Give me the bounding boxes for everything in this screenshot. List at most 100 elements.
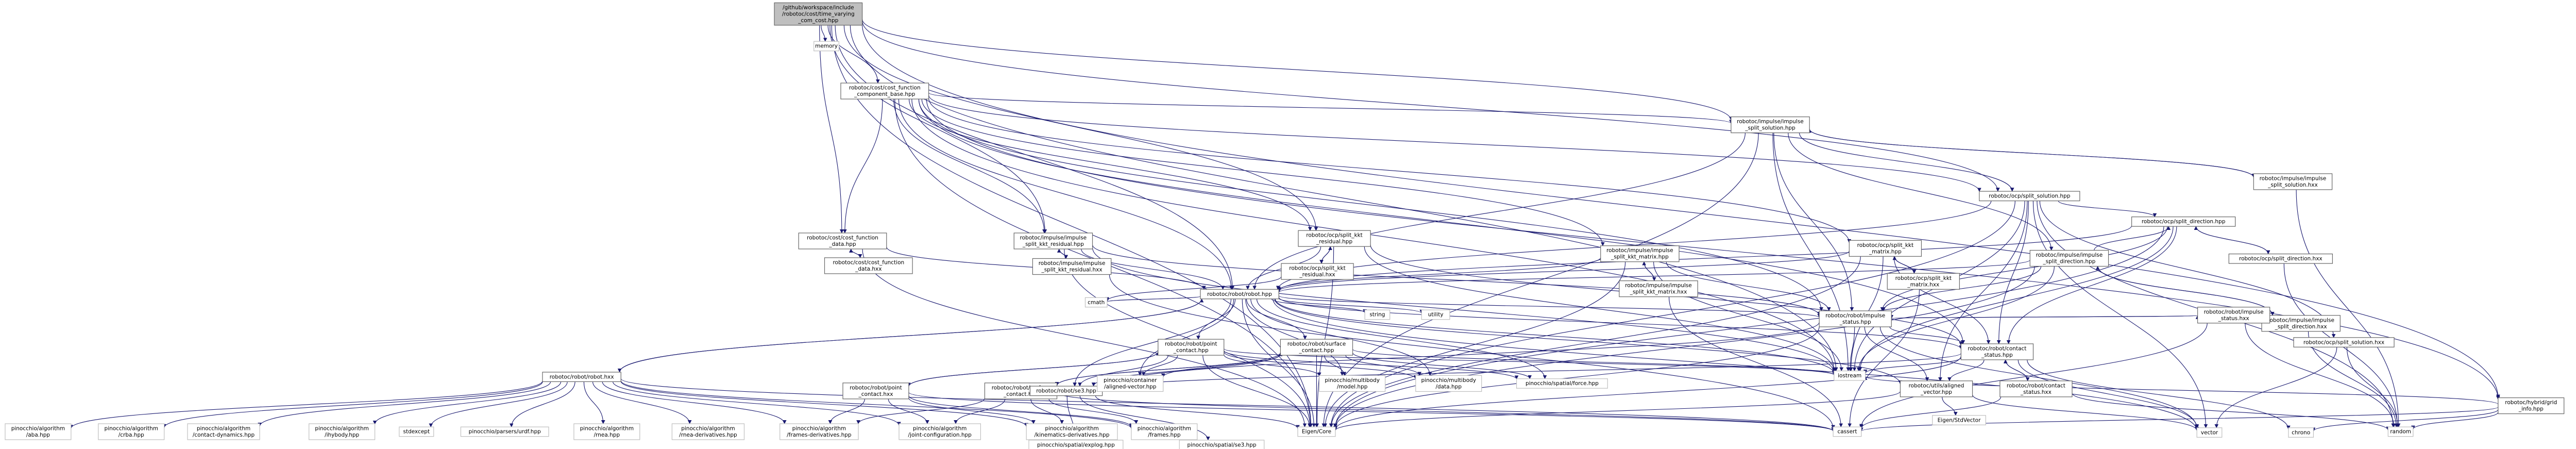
edge-grid-info-to-chrono (2311, 409, 2499, 431)
node-contact-status[interactable]: robotoc/robot/contact_status.hpp (1960, 343, 2034, 360)
node-multibody-data: pinocchio/multibody/data.hpp (1415, 375, 1482, 392)
node-ocp-split-direction-hxx[interactable]: robotoc/ocp/split_direction.hxx (2228, 253, 2333, 264)
node-impulse-split-kkt-residual[interactable]: robotoc/impulse/impulse_split_kkt_residu… (1013, 232, 1093, 250)
edge-ocp-split-direction-to-contact-status (2006, 226, 2177, 344)
node-box (1158, 339, 1225, 356)
node-box (1516, 378, 1608, 389)
node-impulse-split-solution-hxx[interactable]: robotoc/impulse/impulse_split_solution.h… (2253, 173, 2333, 190)
node-point-contact-hxx[interactable]: robotoc/robot/point_contact.hxx (842, 383, 909, 400)
node-label: Eigen/Core (1302, 429, 1331, 435)
edge-grid-info-to-random (2411, 412, 2499, 430)
node-label: robotoc/impulse/impulse (1606, 247, 1673, 254)
node-label: pinocchio/algorithm (792, 425, 846, 431)
edge-point-contact-hxx-to-alg-frames-der (828, 398, 865, 424)
edge-impulse-split-direction-hxx-to-random (2308, 331, 2398, 427)
node-box (824, 257, 913, 274)
node-se3-hpp[interactable]: robotoc/robot/se3.hpp (1029, 386, 1103, 396)
node-impulse-split-kkt-residual-hxx[interactable]: robotoc/impulse/impulse_split_kkt_residu… (1032, 258, 1112, 275)
node-label: robotoc/hybrid/grid (2505, 400, 2557, 406)
node-ocp-split-kkt-matrix-hxx[interactable]: robotoc/ocp/split_kkt_matrix.hxx (1887, 273, 1960, 290)
node-label: _split_direction.hxx (2275, 324, 2327, 330)
node-alg-kinematics-der: pinocchio/algorithm/kinematics-derivativ… (1026, 423, 1118, 440)
edge-robot-hxx-to-parsers-urdf (509, 381, 575, 427)
edge-surface-contact-to-iostream (1352, 348, 1836, 375)
node-aligned-vector-rb[interactable]: robotoc/utils/aligned_vector.hpp (1900, 380, 1973, 397)
node-box (1849, 240, 1922, 257)
edge-impulse-split-kkt-matrix-to-iostream (1653, 261, 1844, 372)
node-impulse-status-hxx[interactable]: robotoc/robot/impulse_status.hxx (2197, 307, 2270, 324)
edge-cost-function-component-to-cost-function-data (842, 99, 883, 234)
node-box (1298, 230, 1371, 247)
node-label: pinocchio/spatial/explog.hpp (1037, 442, 1115, 448)
node-label: robotoc/robot/point (850, 385, 902, 391)
edge-robot-hxx-to-cassert (620, 378, 1835, 432)
node-label: pinocchio/parsers/urdf.hpp (469, 429, 541, 435)
node-ocp-split-solution[interactable]: robotoc/ocp/split_solution.hpp (1979, 191, 2080, 202)
node-box (1619, 280, 1698, 297)
node-impulse-status[interactable]: robotoc/robot/impulse_status.hpp (1819, 310, 1892, 327)
node-box (814, 41, 839, 52)
node-eigen-core: Eigen/Core (1297, 426, 1336, 437)
node-robot-hxx[interactable]: robotoc/robot/robot.hxx (542, 372, 621, 383)
edge-point-contact-hxx-to-cassert (908, 392, 1835, 432)
node-cost-function-data[interactable]: robotoc/cost/cost_function_data.hpp (798, 232, 887, 250)
edge-impulse-split-direction-hxx-to-impulse-split-direction (2095, 265, 2273, 315)
node-box (1319, 375, 1386, 392)
node-label: _split_solution.hpp (1744, 125, 1795, 131)
edge-impulse-split-kkt-matrix-to-robot-hpp (1277, 257, 1601, 291)
edge-impulse-status-to-vector (1879, 326, 2199, 429)
node-label: _matrix.hxx (1907, 281, 1939, 288)
node-label: robotoc/ocp/split_kkt (1289, 265, 1345, 272)
node-impulse-split-kkt-matrix[interactable]: robotoc/impulse/impulse_split_kkt_matrix… (1600, 245, 1680, 262)
node-surface-contact[interactable]: robotoc/robot/surface_contact.hpp (1280, 339, 1353, 356)
node-point-contact[interactable]: robotoc/robot/point_contact.hpp (1158, 339, 1225, 356)
node-alg-ihybody: pinocchio/algorithm/ihybody.hpp (309, 423, 376, 440)
node-contact-status-hxx[interactable]: robotoc/robot/contact_status.hxx (1999, 380, 2073, 397)
edge-root-to-grid-info (862, 24, 2500, 399)
node-impulse-split-solution[interactable]: robotoc/impulse/impulse_split_solution.h… (1731, 117, 1810, 134)
node-grid-info[interactable]: robotoc/hybrid/grid_info.hpp (2498, 397, 2565, 414)
node-label: _split_kkt_residual.hpp (1022, 241, 1084, 247)
node-box (779, 423, 859, 440)
node-alg-frames: pinocchio/algorithm/frames.hpp (1131, 423, 1198, 440)
node-ocp-split-kkt-residual-hxx[interactable]: robotoc/ocp/split_kkt_residual.hxx (1281, 263, 1354, 280)
edge-se3-hpp-to-eigen-core (1095, 395, 1300, 429)
node-label: utility (1428, 312, 1444, 318)
node-box (187, 423, 260, 440)
node-impulse-split-kkt-matrix-hxx[interactable]: robotoc/impulse/impulse_split_kkt_matrix… (1619, 280, 1698, 297)
edge-robot-hpp-to-aligned-vector-pin (1138, 298, 1234, 376)
node-impulse-split-direction-hxx[interactable]: robotoc/impulse/impulse_split_direction.… (2261, 315, 2341, 332)
node-root[interactable]: /github/workspace/include/robotoc/cost/t… (774, 2, 863, 26)
edge-impulse-split-solution-to-eigen-core (1321, 132, 1759, 427)
node-ocp-split-solution-hxx[interactable]: robotoc/ocp/split_solution.hxx (2293, 337, 2395, 347)
node-label: _split_direction.hpp (2042, 259, 2095, 265)
node-label: robotoc/robot/point (1165, 341, 1217, 347)
edge-impulse-split-kkt-residual-to-impulse-status (1092, 244, 1821, 316)
edge-root-to-cost-function-component (827, 25, 880, 84)
node-cost-function-component[interactable]: robotoc/cost/cost_function_component_bas… (840, 82, 929, 99)
node-cost-function-data-hxx[interactable]: robotoc/cost/cost_function_data.hxx (824, 257, 913, 274)
node-box (1013, 232, 1093, 250)
node-box (1731, 117, 1810, 134)
node-impulse-split-direction[interactable]: robotoc/impulse/impulse_split_direction.… (2029, 250, 2109, 267)
node-cassert: cassert (1833, 426, 1862, 437)
edge-robot-hxx-to-alg-ihybody (372, 381, 562, 425)
node-label: robotoc/cost/cost_function (833, 259, 904, 265)
edge-impulse-status-to-contact-status (1889, 326, 1965, 344)
edge-robot-hpp-to-multibody-model (1245, 298, 1344, 376)
edge-ocp-split-direction-to-eigen-core (1333, 226, 2164, 428)
node-ocp-split-kkt-matrix[interactable]: robotoc/ocp/split_kkt_matrix.hpp (1849, 240, 1922, 257)
edge-root-to-cost-function-data (819, 25, 844, 234)
node-stdexcept: stdexcept (399, 426, 434, 437)
node-alg-joint-config: pinocchio/algorithm/joint-configuration.… (899, 423, 981, 440)
node-label: _component_base.hpp (854, 91, 916, 97)
edge-robot-hpp-to-surface-contact (1246, 298, 1307, 340)
edge-impulse-split-kkt-residual-to-iostream (1092, 247, 1836, 374)
node-box (842, 383, 909, 400)
node-ocp-split-direction[interactable]: robotoc/ocp/split_direction.hpp (2131, 217, 2236, 227)
node-robot-hpp[interactable]: robotoc/robot/robot.hpp (1200, 289, 1279, 300)
node-ocp-split-kkt-residual[interactable]: robotoc/ocp/split_kkt_residual.hpp (1298, 230, 1371, 247)
node-box (2387, 426, 2414, 437)
node-label: robotoc/robot/contact (1968, 345, 2026, 352)
